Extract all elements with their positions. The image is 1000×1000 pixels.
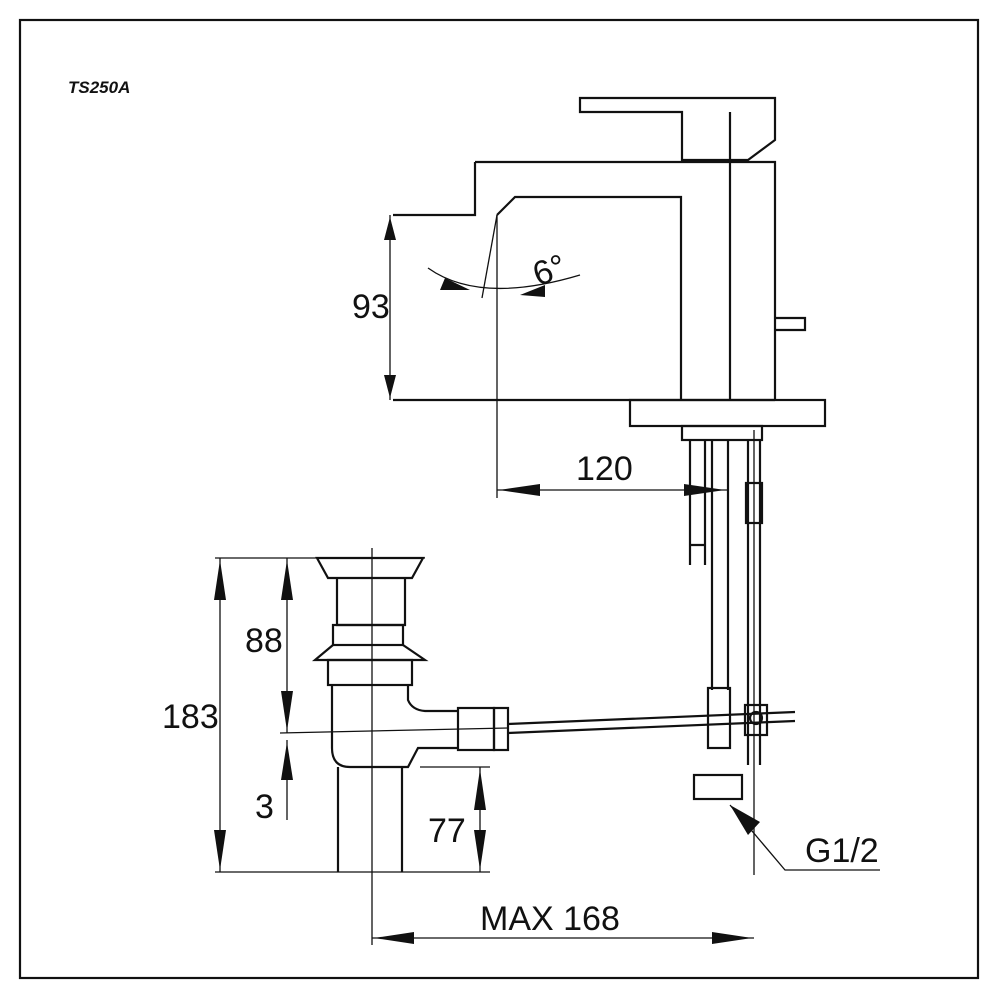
dim-drain-upper: 88 bbox=[245, 622, 283, 660]
dim-drain-total: 183 bbox=[162, 698, 219, 736]
pop-up-drain bbox=[279, 548, 796, 945]
dim-drain-offset: 3 bbox=[255, 788, 274, 826]
dimension-lines bbox=[214, 215, 880, 944]
model-label: TS250A bbox=[68, 78, 130, 97]
dim-thread: G1/2 bbox=[805, 832, 879, 870]
dim-spout-reach: 120 bbox=[576, 450, 633, 488]
dim-max-width: MAX 168 bbox=[480, 900, 620, 938]
frame-border bbox=[18, 18, 980, 980]
faucet-body bbox=[393, 96, 827, 498]
dim-spout-height: 93 bbox=[352, 288, 390, 326]
dim-drain-lower: 77 bbox=[428, 812, 466, 850]
dim-spout-angle: 6° bbox=[528, 247, 572, 294]
supply-hoses bbox=[688, 430, 769, 875]
